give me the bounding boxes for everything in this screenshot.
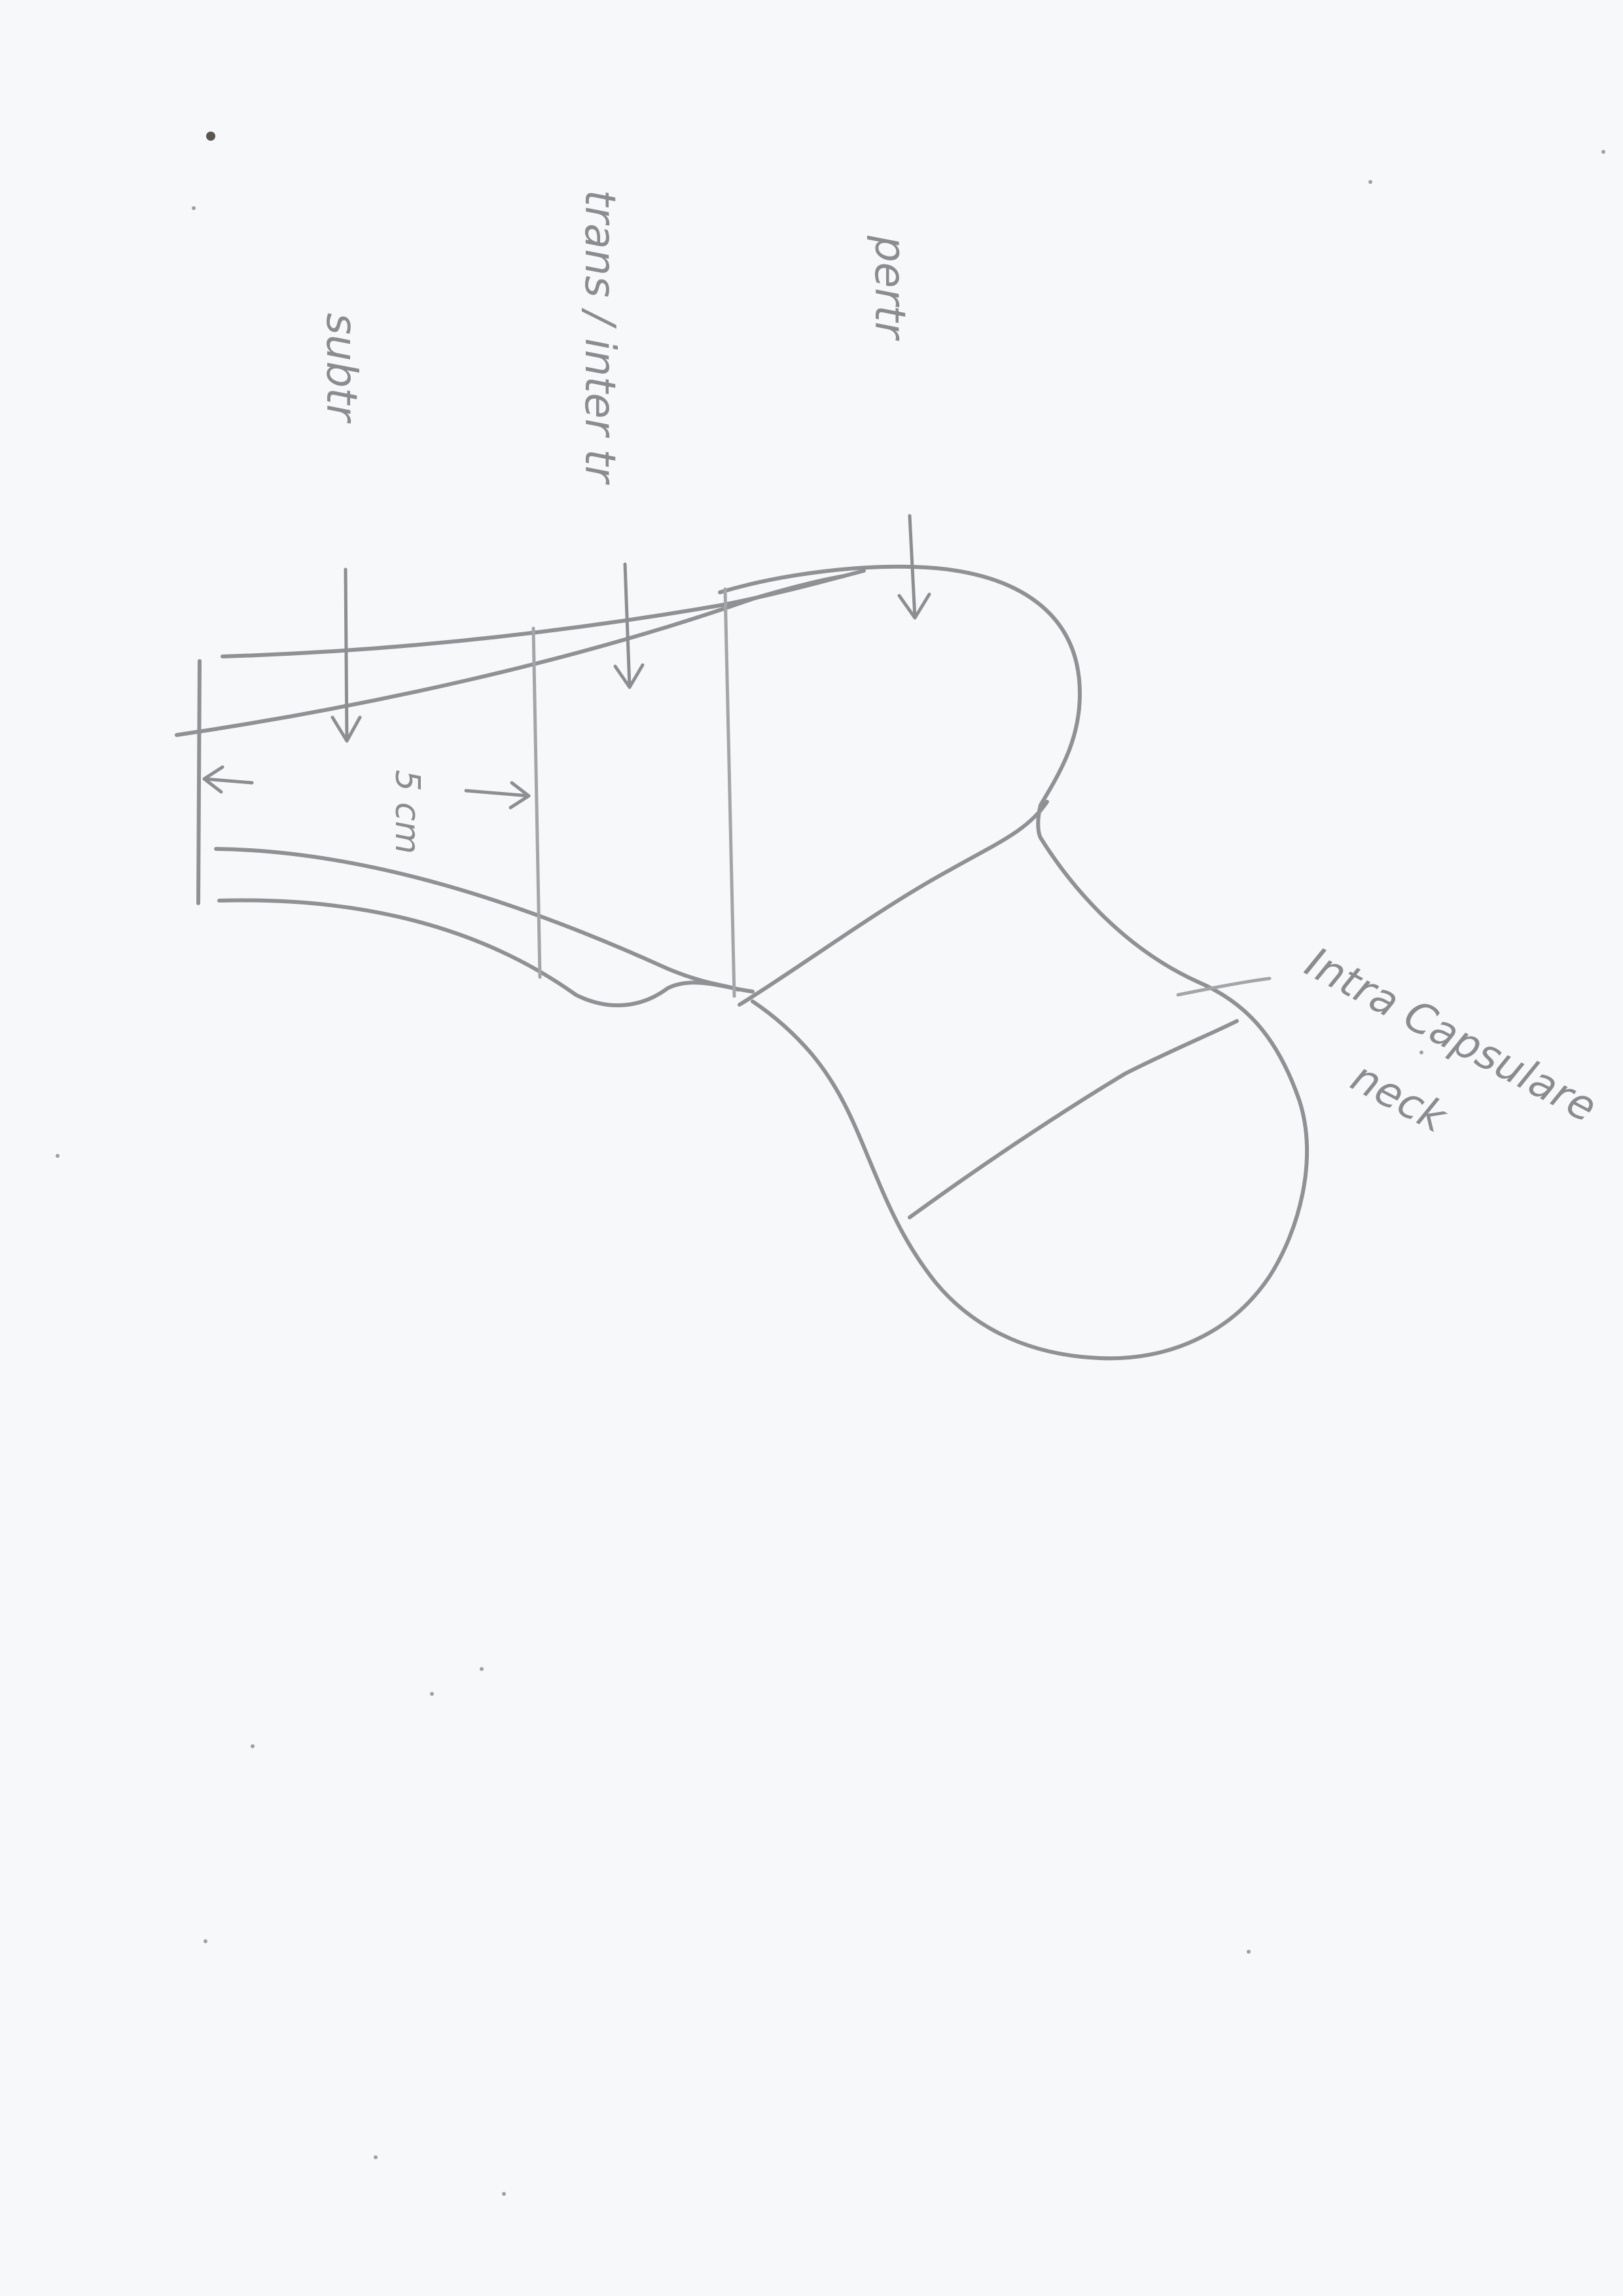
arrow-trans-inter-tr [615,564,643,687]
scan-speck [1419,1050,1423,1054]
scan-speck [430,1692,434,1696]
femur-outline [720,567,1307,1359]
shaft-lower-edge [219,901,753,1005]
intertrochanteric-line [740,802,1047,1005]
arrow-subtr [332,569,360,741]
scan-speck [251,1744,255,1748]
zone-divider-pertr [725,589,734,996]
label-trans-inter-tr: trans / inter tr [575,190,624,485]
scan-speck [480,1667,484,1671]
scan-speck [374,2155,378,2159]
shaft-end-line [198,661,200,903]
label-subtr: subtr [317,313,365,424]
shaft-upper-edge [223,571,864,656]
arrow-five-cm-right [466,783,529,808]
scan-speck [502,2192,506,2196]
scan-speck [206,132,215,141]
scan-speck [204,1939,207,1943]
scan-speck [1601,150,1605,154]
label-pertr: pertr [865,235,914,341]
scan-speck [1368,180,1372,184]
arrow-five-cm-left [204,767,252,792]
scan-speck [192,206,196,210]
zone-divider-subtr [533,628,540,977]
label-five-cm: 5 cm [387,770,427,854]
scan-speck [56,1154,60,1158]
head-neck-boundary [910,1021,1237,1217]
shaft-lower-inner-line [216,849,738,990]
scan-speck [1247,1950,1251,1954]
label-neck: neck [1343,1053,1455,1143]
